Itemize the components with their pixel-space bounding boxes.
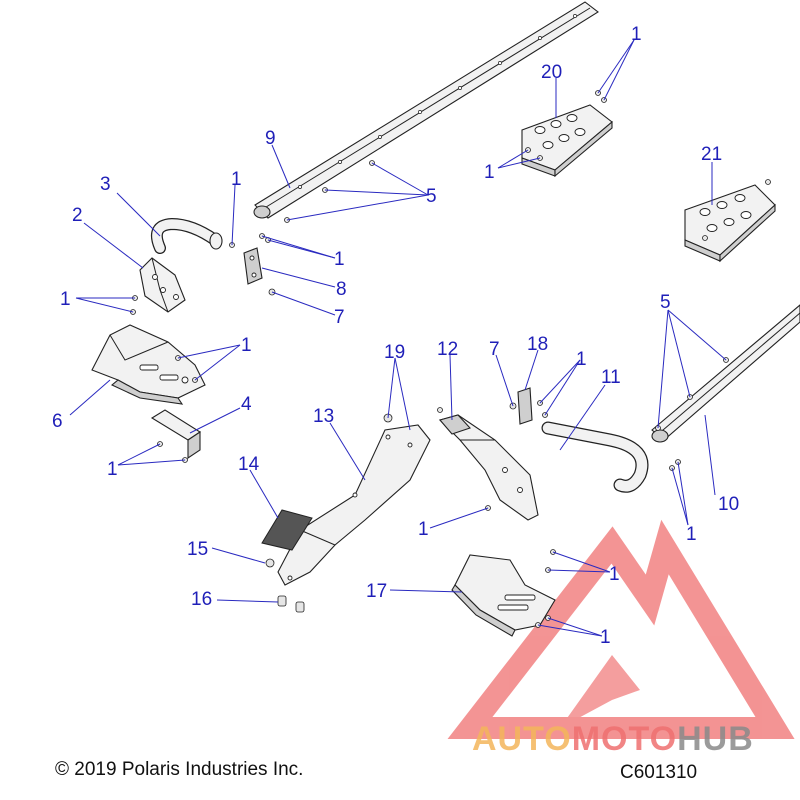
step-plate-21 (684, 184, 776, 263)
floor-plate-13 (277, 424, 431, 586)
leader-lines (69, 39, 727, 637)
watermark-text: AUTOMOTOHUB (472, 720, 754, 758)
bracket-17 (451, 554, 556, 637)
callout-1: 1 (60, 289, 71, 310)
callout-18: 18 (527, 334, 548, 355)
diagram-code: C601310 (620, 762, 697, 783)
grab-handle-3 (151, 217, 223, 254)
callout-1: 1 (231, 169, 242, 190)
bracket-6 (91, 324, 206, 405)
callout-1: 1 (631, 24, 642, 45)
grip-pad-14 (261, 509, 313, 551)
callout-3: 3 (100, 174, 111, 195)
callout-21: 21 (701, 144, 722, 165)
plate-8 (243, 247, 263, 285)
callout-7: 7 (489, 339, 500, 360)
watermark-logo (447, 519, 795, 739)
callout-6: 6 (52, 411, 63, 432)
watermark-hub: HUB (677, 720, 754, 758)
callout-5: 5 (660, 292, 671, 313)
callout-1: 1 (334, 249, 345, 270)
watermark-moto: MOTO (572, 720, 677, 758)
callout-16: 16 (191, 589, 212, 610)
callout-4: 4 (241, 394, 252, 415)
bracket-2 (139, 257, 186, 313)
bracket-12 (438, 414, 539, 521)
callout-17: 17 (366, 581, 387, 602)
callout-14: 14 (238, 454, 260, 475)
callout-1: 1 (600, 627, 611, 648)
callout-1: 1 (484, 162, 495, 183)
rail-lower (651, 304, 800, 443)
copyright-text: © 2019 Polaris Industries Inc. (55, 759, 303, 780)
rail-upper (253, 1, 599, 219)
callout-1: 1 (418, 519, 429, 540)
callout-19: 19 (384, 342, 405, 363)
callout-1: 1 (686, 524, 697, 545)
fastener-15 (265, 558, 275, 568)
callout-15: 15 (187, 539, 208, 560)
callout-1: 1 (609, 564, 620, 585)
callout-12: 12 (437, 339, 458, 360)
callout-5: 5 (426, 186, 437, 207)
bracket-4 (150, 409, 202, 460)
callout-2: 2 (72, 205, 83, 226)
fasteners-16 (277, 595, 305, 613)
callout-numbers: 1 20 9 1 5 21 3 1 2 1 8 1 7 5 1 19 12 7 … (52, 24, 739, 648)
callout-13: 13 (313, 406, 334, 427)
svg-text:AUTOMOTOHUB: AUTOMOTOHUB (472, 720, 754, 758)
callout-20: 20 (541, 62, 562, 83)
grab-handle-11 (541, 421, 649, 493)
bracket-18 (517, 387, 533, 425)
step-plate-20 (521, 104, 613, 178)
callout-1: 1 (107, 459, 118, 480)
callout-9: 9 (265, 128, 276, 149)
callout-11: 11 (601, 367, 621, 388)
callout-1: 1 (241, 335, 252, 356)
callout-10: 10 (718, 494, 739, 515)
callout-1: 1 (576, 349, 587, 370)
callout-7: 7 (334, 307, 345, 328)
watermark-auto: AUTO (472, 720, 572, 758)
callout-8: 8 (336, 279, 347, 300)
